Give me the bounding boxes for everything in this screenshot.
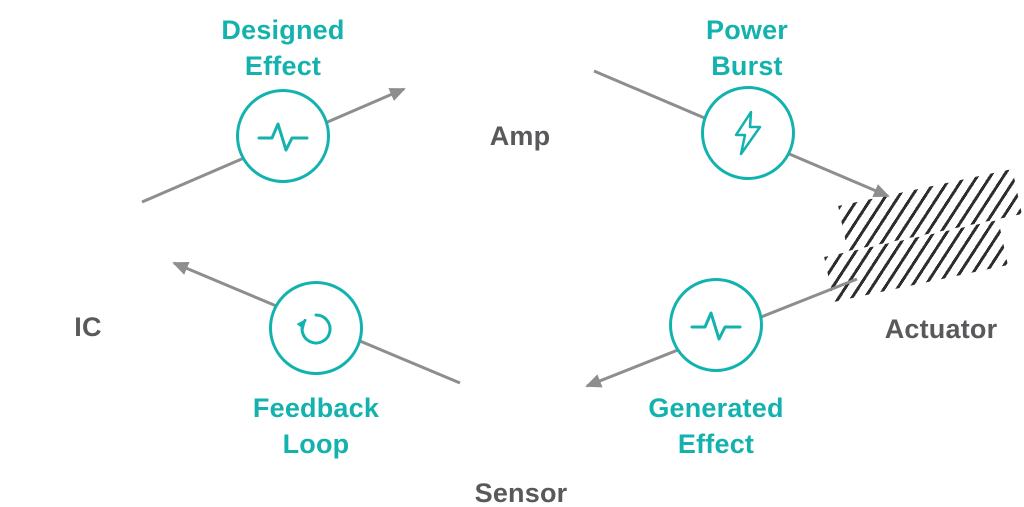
feedback-loop-line1: Feedback <box>252 393 380 423</box>
node-label-ic: IC <box>74 312 102 342</box>
generated-effect-line2: Effect <box>677 429 755 459</box>
feedback-loop-line2: Loop <box>282 429 350 459</box>
generated-effect-circle <box>669 278 763 372</box>
feedback-loop-label: Feedback Loop <box>196 390 436 462</box>
designed-effect-circle <box>236 89 330 183</box>
power-burst-line2: Burst <box>711 51 783 81</box>
node-label-amp: Amp <box>489 121 551 151</box>
bolt-icon <box>734 110 762 156</box>
power-burst-circle <box>701 86 795 180</box>
node-label-actuator: Actuator <box>884 314 998 344</box>
node-label-sensor: Sensor <box>474 478 568 507</box>
power-burst-line1: Power <box>705 15 789 45</box>
designed-effect-line2: Effect <box>244 51 322 81</box>
generated-effect-line1: Generated <box>648 393 784 423</box>
pulse-icon <box>257 122 309 152</box>
loop-icon <box>296 313 332 345</box>
power-burst-label: Power Burst <box>627 12 867 84</box>
designed-effect-label: Designed Effect <box>163 12 403 84</box>
generated-effect-label: Generated Effect <box>596 390 836 462</box>
pulse-icon <box>690 311 742 341</box>
designed-effect-line1: Designed <box>221 15 345 45</box>
feedback-loop-circle <box>269 281 363 375</box>
